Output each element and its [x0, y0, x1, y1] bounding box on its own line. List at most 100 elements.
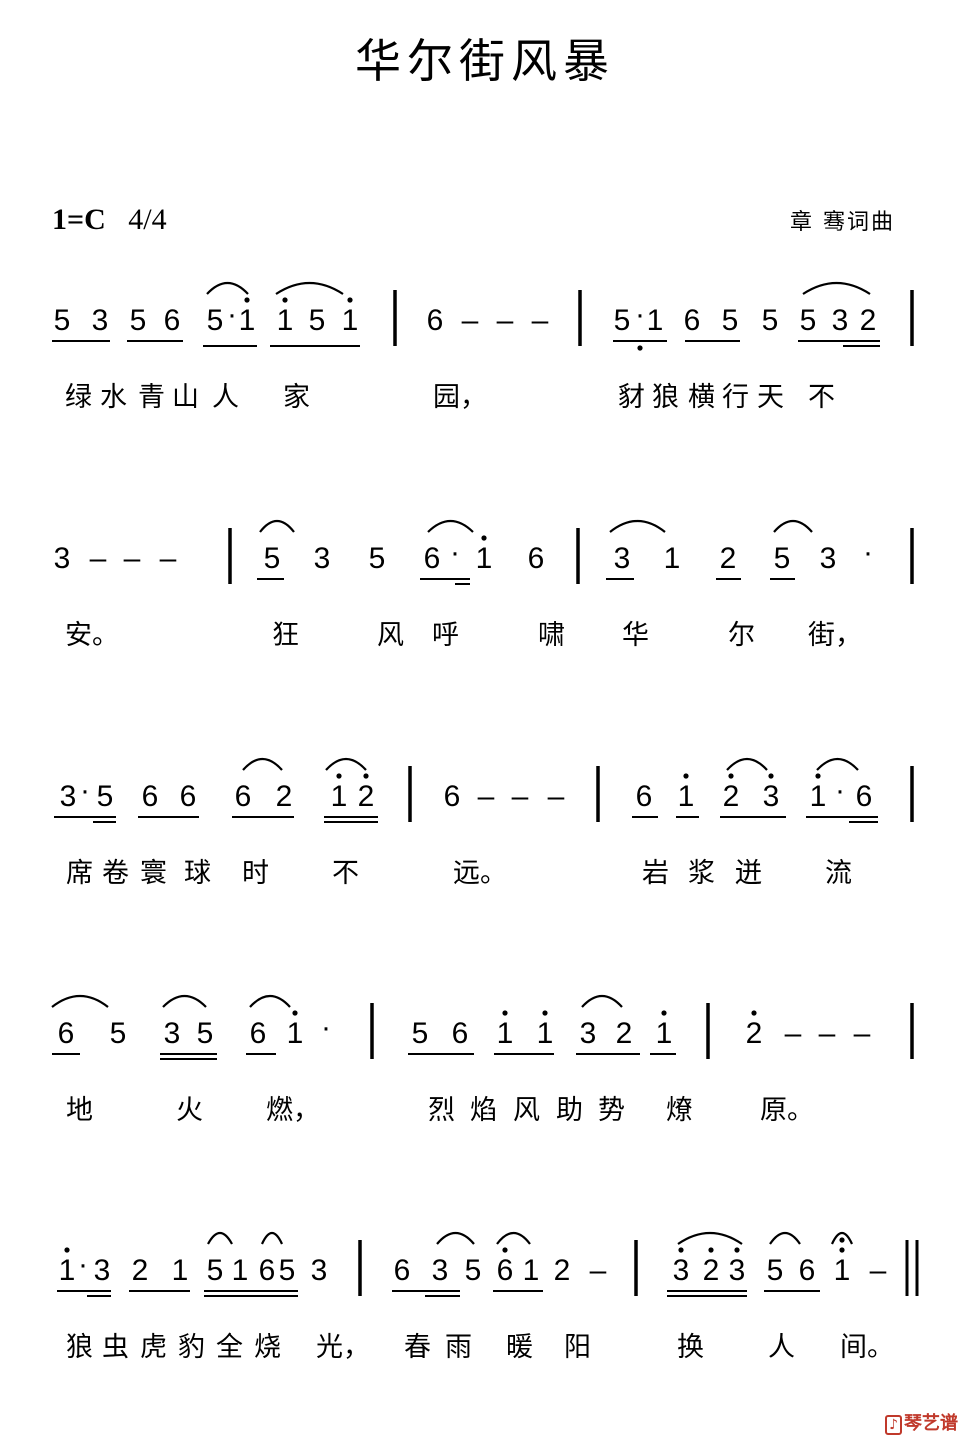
note-digit: 6 [58, 1017, 75, 1050]
note-digit: 3 [164, 1017, 181, 1050]
note-digit: 3 [614, 542, 631, 575]
lyric-syllable: 势 [598, 1095, 625, 1126]
lyric-syllable: 风 [377, 620, 404, 651]
note-digit: 1 [834, 1254, 851, 1287]
octave-dot [292, 1010, 298, 1016]
note-digit: 5 [54, 304, 71, 337]
octave-dot [839, 1247, 845, 1253]
lyric-syllable: 啸 [538, 620, 565, 651]
slur-arc [427, 519, 474, 533]
slur-arc [242, 757, 283, 771]
octave-dot [502, 1010, 508, 1016]
extension-dash: – [870, 1254, 887, 1287]
note-digit: 5 [207, 1254, 224, 1287]
augmentation-dot: · [863, 536, 873, 569]
octave-dot [637, 345, 643, 351]
slur-arc [436, 1231, 475, 1245]
note-digit: 6 [142, 780, 159, 813]
octave-dot [347, 297, 353, 303]
slur-arc [206, 281, 249, 295]
note-digit: 1 [342, 304, 359, 337]
lyric-syllable: 地 [66, 1095, 93, 1126]
augmentation-dot: · [80, 774, 90, 807]
note-digit: 6 [528, 542, 545, 575]
lyric-syllable: 不 [332, 858, 359, 889]
note-digit: 2 [860, 304, 877, 337]
note-digit: 3 [94, 1254, 111, 1287]
extension-dash: – [124, 542, 141, 575]
note-digit: 3 [92, 304, 109, 337]
note-digit: 6 [799, 1254, 816, 1287]
note-digit: 2 [358, 780, 375, 813]
octave-dot [734, 1247, 740, 1253]
note-digit: 3 [763, 780, 780, 813]
octave-dot [282, 297, 288, 303]
note-digit: 2 [554, 1254, 571, 1287]
extension-dash: – [819, 1017, 836, 1050]
extension-dash: – [512, 780, 529, 813]
note-digit: 5 [800, 304, 817, 337]
octave-dot [502, 1247, 508, 1253]
lyric-syllable: 山 [172, 382, 199, 413]
octave-dot [64, 1247, 70, 1253]
lyric-syllable: 狂 [272, 620, 299, 651]
note-digit: 1 [287, 1017, 304, 1050]
note-digit: 1 [497, 1017, 514, 1050]
lyric-syllable: 不 [808, 382, 835, 413]
lyric-syllable: 迸 [735, 858, 762, 889]
lyric-syllable: 岩 [642, 858, 669, 889]
extension-dash: – [785, 1017, 802, 1050]
lyric-syllable: 虫 [102, 1332, 129, 1363]
lyric-syllable: 时 [242, 858, 269, 889]
octave-dot [768, 773, 774, 779]
note-digit: 2 [720, 542, 737, 575]
note-digit: 6 [636, 780, 653, 813]
slur-arc [769, 1231, 801, 1245]
augmentation-dot: · [78, 1248, 88, 1281]
note-digit: 5 [767, 1254, 784, 1287]
octave-dot [708, 1247, 714, 1253]
extension-dash: – [548, 780, 565, 813]
note-digit: 1 [656, 1017, 673, 1050]
octave-dot [542, 1010, 548, 1016]
extension-dash: – [90, 542, 107, 575]
note-digit: 1 [664, 542, 681, 575]
logo-icon: ♪ [885, 1415, 902, 1435]
lyric-syllable: 燃， [266, 1095, 320, 1126]
note-digit: 3 [54, 542, 71, 575]
note-digit: 2 [276, 780, 293, 813]
lyric-syllable: 风 [513, 1095, 540, 1126]
octave-dot [751, 1010, 757, 1016]
note-digit: 5 [279, 1254, 296, 1287]
lyric-syllable: 燎 [666, 1095, 693, 1126]
note-digit: 1 [537, 1017, 554, 1050]
note-digit: 5 [309, 304, 326, 337]
note-digit: 3 [314, 542, 331, 575]
note-digit: 2 [746, 1017, 763, 1050]
octave-dot [661, 1010, 667, 1016]
lyric-syllable: 园， [433, 382, 487, 413]
note-digit: 6 [684, 304, 701, 337]
lyric-syllable: 烧 [254, 1332, 281, 1363]
note-digit: 1 [678, 780, 695, 813]
note-digit: 5 [412, 1017, 429, 1050]
note-digit: 1 [277, 304, 294, 337]
lyric-syllable: 天 [757, 382, 784, 413]
lyric-syllable: 横 [688, 382, 715, 413]
lyric-syllable: 光， [316, 1332, 370, 1363]
slur-arc [609, 520, 666, 533]
lyric-syllable: 水 [100, 382, 127, 413]
augmentation-dot: · [227, 298, 237, 331]
slur-arc [773, 519, 813, 533]
note-digit: 2 [723, 780, 740, 813]
note-digit: 6 [856, 780, 873, 813]
slur-arc [51, 995, 109, 1008]
lyric-syllable: 流 [825, 858, 852, 889]
extension-dash: – [590, 1254, 607, 1287]
extension-dash: – [532, 304, 549, 337]
note-digit: 1 [331, 780, 348, 813]
note-digit: 1 [523, 1254, 540, 1287]
octave-dot [244, 297, 250, 303]
note-digit: 1 [172, 1254, 189, 1287]
